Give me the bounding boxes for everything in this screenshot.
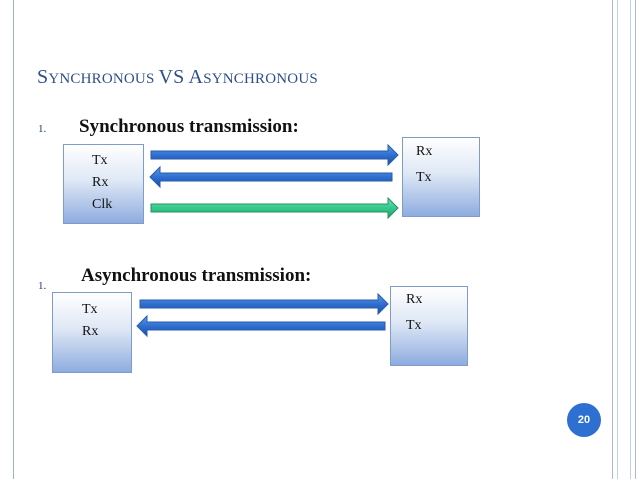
right-arrow: [150, 143, 399, 167]
sync-sender-box: [63, 144, 144, 224]
box-label: Rx: [416, 144, 433, 159]
async-receiver-box: [390, 286, 468, 366]
list-number: 1.: [38, 123, 47, 135]
list-number: 1.: [38, 280, 47, 292]
box-label: Tx: [92, 153, 108, 168]
box-label: Clk: [92, 197, 113, 212]
box-label: Rx: [92, 175, 109, 190]
async-sender-box: [52, 292, 132, 373]
right-frame-band: [612, 0, 636, 479]
box-label: Tx: [406, 318, 422, 333]
box-label: Rx: [406, 292, 423, 307]
left-arrow: [149, 165, 393, 189]
sync-receiver-box: [402, 137, 480, 217]
sync-heading: Synchronous transmission:: [79, 116, 299, 137]
async-heading: Asynchronous transmission:: [81, 265, 312, 286]
box-label: Tx: [82, 302, 98, 317]
clock-arrow: [150, 196, 399, 220]
left-frame-line: [13, 0, 14, 479]
left-arrow: [136, 314, 386, 338]
page-number-badge: 20: [567, 403, 601, 437]
slide-title: SYNCHRONOUS VS ASYNCHRONOUS: [37, 66, 318, 88]
box-label: Rx: [82, 324, 99, 339]
box-label: Tx: [416, 170, 432, 185]
right-arrow: [139, 292, 389, 316]
